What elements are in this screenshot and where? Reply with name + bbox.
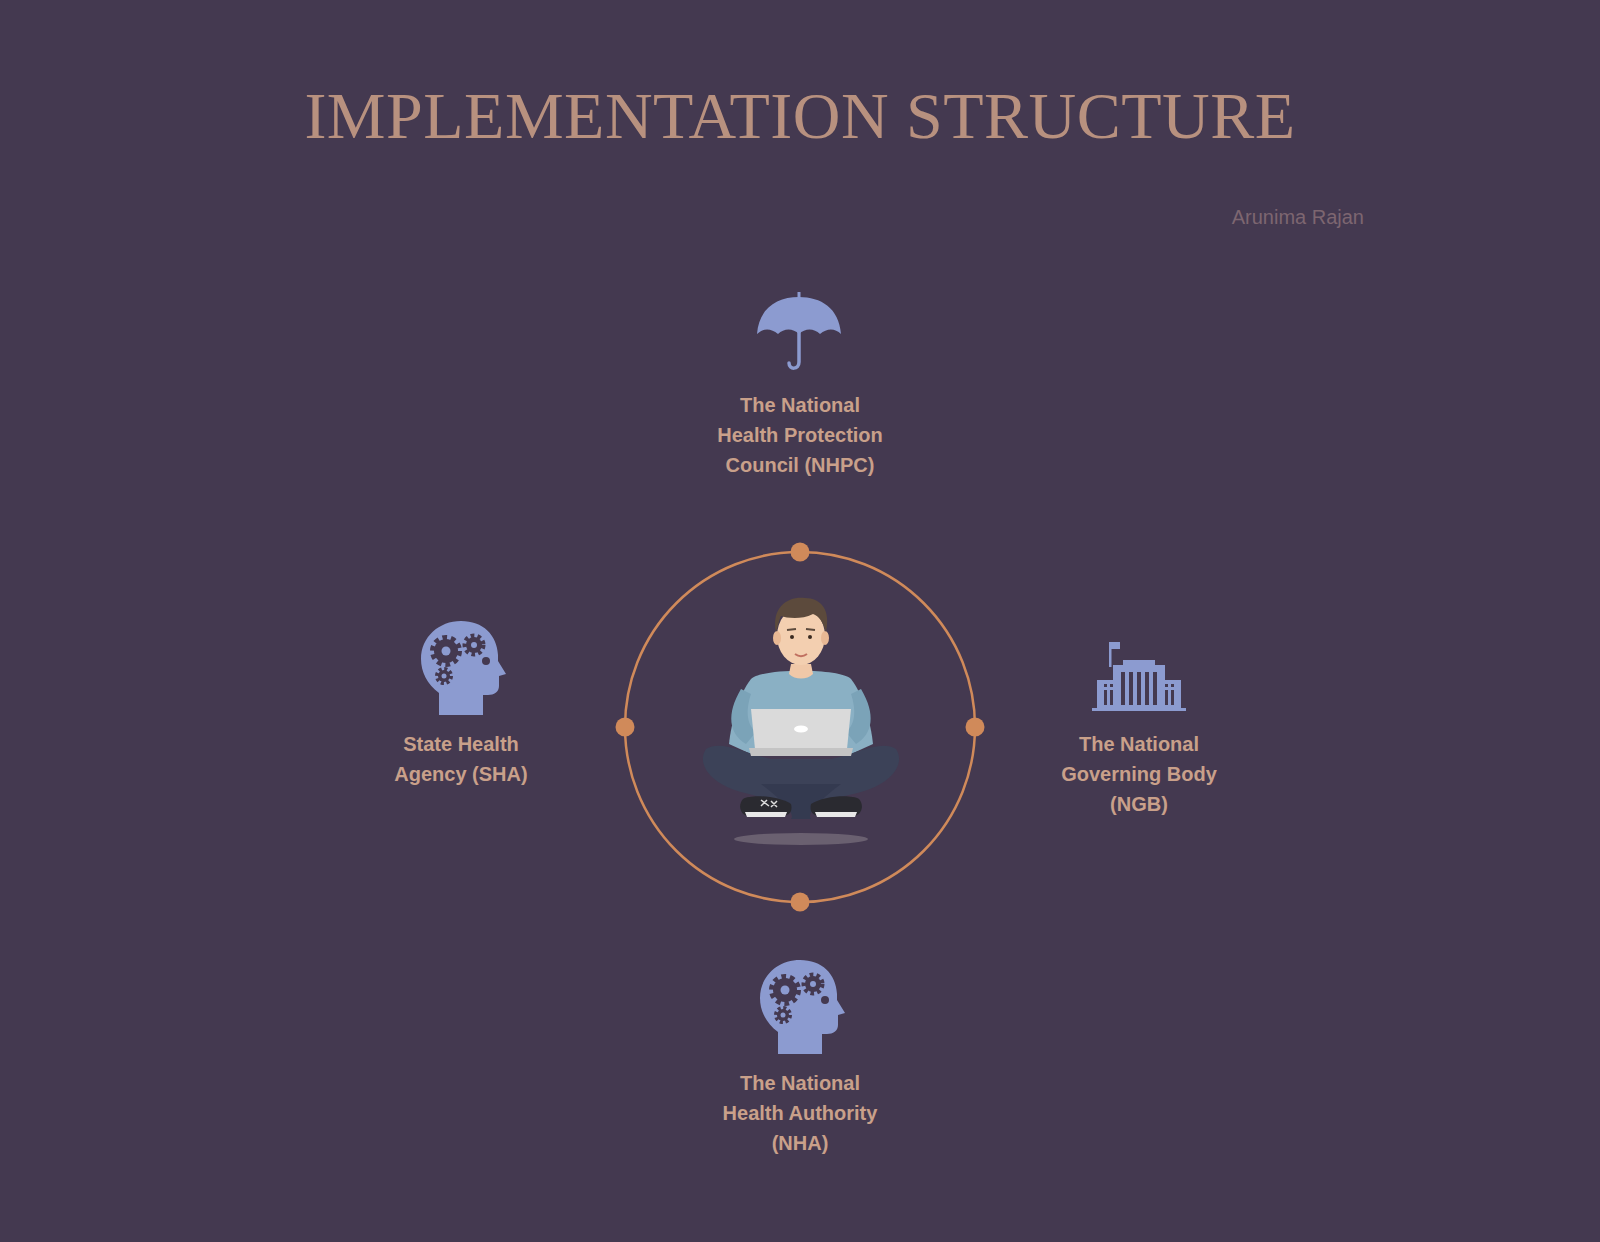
unit-label-box: The National Health Protection Council (…: [712, 390, 888, 480]
building-icon: [1092, 642, 1186, 711]
author-credit-box: Arunima Rajan: [1232, 205, 1364, 229]
umbrella-icon: [757, 292, 841, 368]
unit-label-box: The National Governing Body (NGB): [1051, 729, 1227, 819]
unit-label-box: The National Health Authority (NHA): [712, 1068, 888, 1158]
unit-label: State Health Agency (SHA): [386, 729, 536, 789]
gear-head-icon: [760, 960, 845, 1054]
unit-label: The National Health Protection Council (…: [712, 390, 888, 480]
unit-label-box: State Health Agency (SHA): [386, 729, 536, 789]
person-illustration: [703, 598, 899, 845]
orbit-ring: [616, 543, 985, 912]
gear-head-icon: [421, 621, 506, 715]
page-title: IMPLEMENTATION STRUCTURE: [0, 80, 1600, 153]
author-credit: Arunima Rajan: [1232, 205, 1364, 229]
unit-label: The National Health Authority (NHA): [712, 1068, 888, 1158]
unit-label: The National Governing Body (NGB): [1051, 729, 1227, 819]
